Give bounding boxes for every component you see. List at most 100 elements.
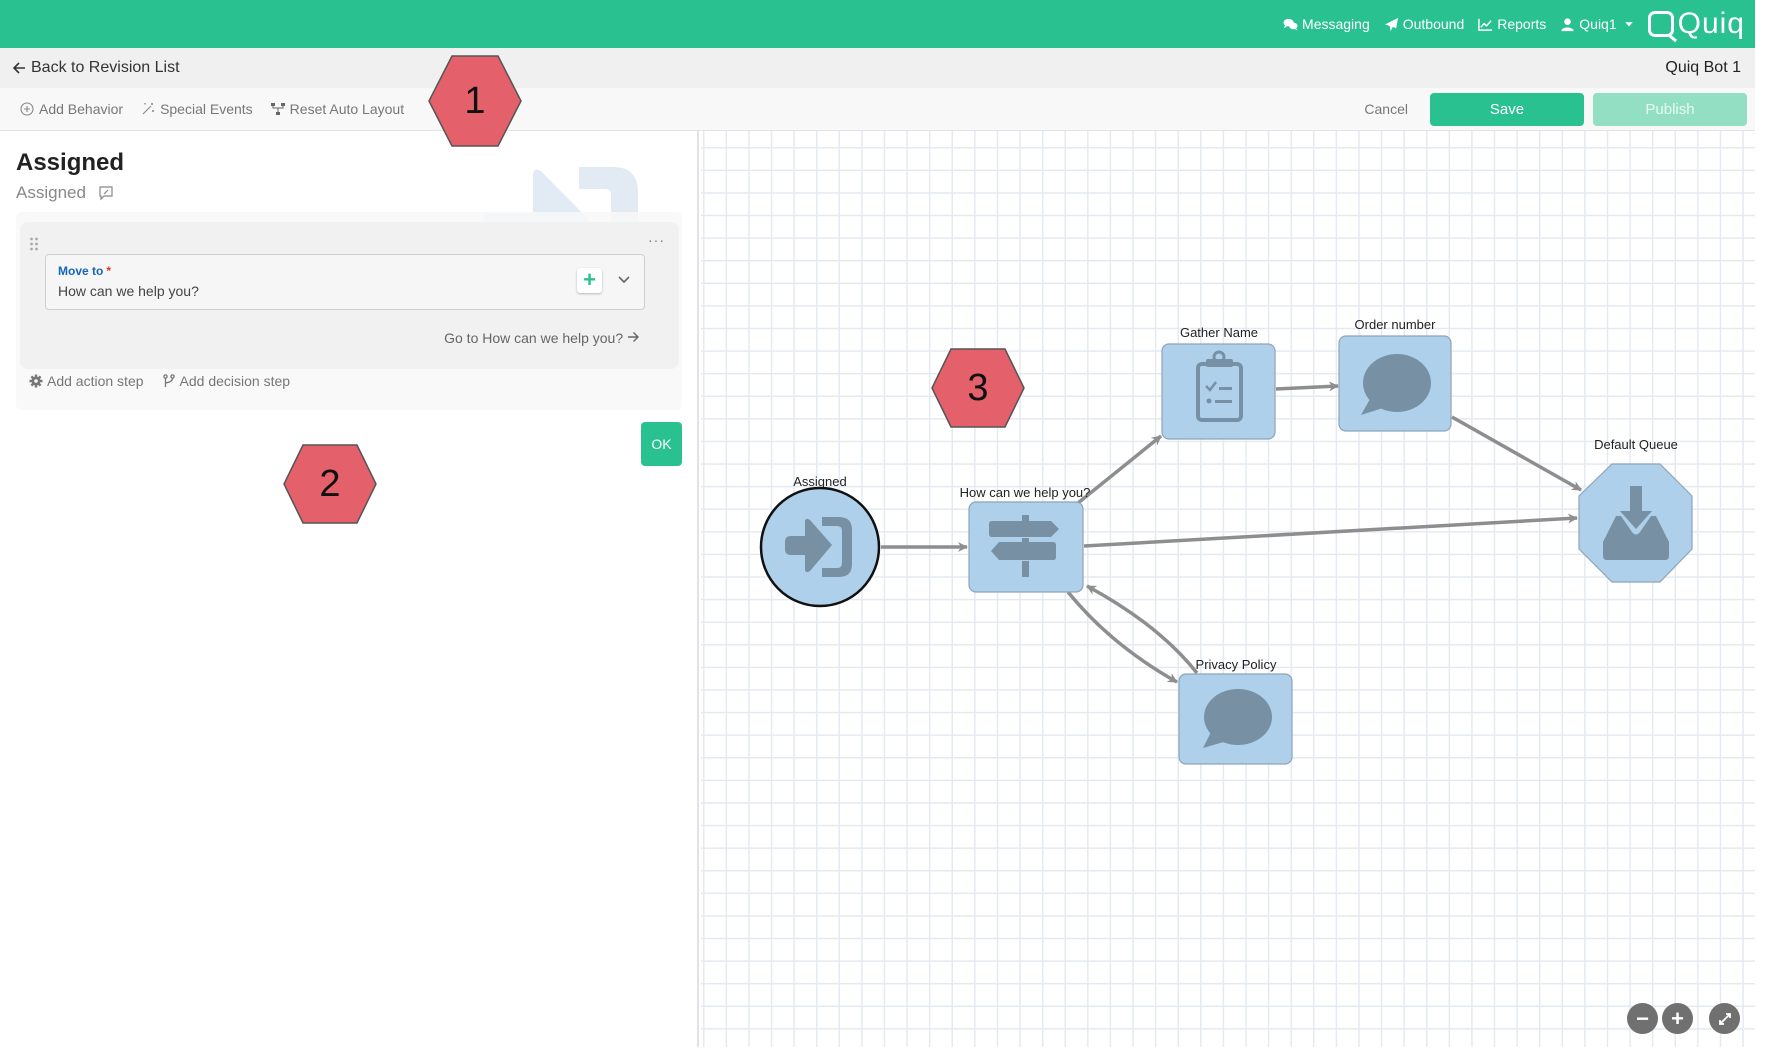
node-default-queue[interactable]: Default Queue <box>1578 437 1693 583</box>
arrow-right-icon <box>628 332 639 342</box>
sign-in-icon <box>785 517 852 577</box>
back-to-revision-list-link[interactable]: Back to Revision List <box>12 59 180 77</box>
add-decision-step-label: Add decision step <box>179 373 291 389</box>
expand-icon <box>1718 1012 1731 1025</box>
sitemap-icon <box>270 103 285 115</box>
top-navigation-bar: Messaging Outbound Reports Quiq1 Quiq <box>0 0 1755 48</box>
hexagon-shape <box>931 348 1025 428</box>
node-gather-name[interactable]: Gather Name <box>1161 325 1276 440</box>
move-to-step-card: ··· Move to* How can we help you? + Go t… <box>20 222 679 369</box>
move-to-value: How can we help you? <box>58 283 199 299</box>
node-privacy-policy[interactable]: Privacy Policy <box>1178 657 1293 765</box>
nav-reports-label: Reports <box>1497 16 1547 32</box>
steps-container: ··· Move to* How can we help you? + Go t… <box>16 212 682 410</box>
zoom-out-button[interactable]: − <box>1627 1003 1658 1034</box>
annotation-number: 2 <box>319 462 341 505</box>
nav-user-menu[interactable]: Quiq1 <box>1560 16 1633 32</box>
flow-canvas[interactable]: Assigned How can we help you? <box>701 131 1755 1047</box>
add-behavior-label: Add Behavior <box>39 101 124 117</box>
chevron-down-icon[interactable] <box>618 273 630 285</box>
nav-outbound[interactable]: Outbound <box>1384 16 1465 32</box>
go-to-label: Go to How can we help you? <box>444 330 624 346</box>
edit-comment-icon[interactable] <box>98 185 114 201</box>
node-order-number[interactable]: Order number <box>1338 317 1452 432</box>
add-behavior-button[interactable]: Add Behavior <box>20 101 123 117</box>
save-button[interactable]: Save <box>1430 92 1584 126</box>
behavior-subtitle-text: Assigned <box>16 183 86 202</box>
line-chart-icon <box>1478 18 1493 31</box>
signpost-icon <box>989 515 1059 577</box>
nav-outbound-label: Outbound <box>1402 16 1465 32</box>
move-to-field[interactable]: Move to* How can we help you? + <box>45 254 645 310</box>
caret-down-icon <box>1624 22 1633 27</box>
speech-bubble-icon <box>1203 689 1272 748</box>
go-to-target-link[interactable]: Go to How can we help you? <box>444 330 639 346</box>
user-icon <box>1561 17 1574 31</box>
speech-bubble-icon <box>1361 354 1431 415</box>
hexagon-shape <box>428 55 522 147</box>
required-marker: * <box>106 264 112 278</box>
bot-name: Quiq Bot 1 <box>1665 59 1741 76</box>
paper-plane-icon <box>1384 17 1398 31</box>
quiq-logo[interactable]: Quiq <box>1647 7 1745 41</box>
annotation-number: 1 <box>464 79 486 122</box>
hexagon-shape <box>283 444 377 524</box>
edge-help-to-queue[interactable] <box>1083 513 1578 548</box>
flow-diagram: Assigned How can we help you? <box>759 317 1693 765</box>
edge-help-to-gather[interactable] <box>1076 434 1163 505</box>
node-assigned-label: Assigned <box>793 474 846 489</box>
publish-button[interactable]: Publish <box>1593 92 1747 126</box>
edge-gather-to-order[interactable] <box>1275 381 1339 392</box>
back-label: Back to Revision List <box>31 59 180 76</box>
add-target-button[interactable]: + <box>577 268 602 293</box>
node-help-label: How can we help you? <box>960 485 1091 500</box>
revision-bar: Back to Revision List Quiq Bot 1 <box>0 48 1755 88</box>
inbox-download-icon <box>1603 486 1669 560</box>
reset-auto-layout-label: Reset Auto Layout <box>289 101 405 117</box>
editor-toolbar: Add Behavior Special Events Reset Auto L… <box>0 88 1755 131</box>
code-branch-icon <box>162 374 175 387</box>
edge-privacy-to-help[interactable] <box>1086 584 1199 675</box>
arrow-left-icon <box>12 62 25 74</box>
edge-order-to-queue[interactable] <box>1451 415 1582 492</box>
nav-reports[interactable]: Reports <box>1478 16 1546 32</box>
edge-help-to-privacy[interactable] <box>1066 590 1178 684</box>
behavior-editor-panel: Assigned Assigned ··· Move to* How can w… <box>0 131 699 1047</box>
step-more-options-button[interactable]: ··· <box>648 232 665 248</box>
node-assigned[interactable]: Assigned <box>759 474 881 608</box>
magic-wand-icon <box>142 103 155 115</box>
special-events-label: Special Events <box>160 101 253 117</box>
nav-messaging-label: Messaging <box>1302 16 1370 32</box>
add-step-actions: Add action step Add decision step <box>29 373 290 389</box>
gear-icon <box>29 374 43 388</box>
add-action-step-label: Add action step <box>47 373 144 389</box>
node-order-label: Order number <box>1355 317 1437 332</box>
behavior-title: Assigned <box>16 149 125 176</box>
move-to-label-text: Move to <box>58 264 104 278</box>
move-to-label: Move to* <box>58 264 111 278</box>
add-action-step-button[interactable]: Add action step <box>29 373 144 389</box>
reset-auto-layout-button[interactable]: Reset Auto Layout <box>270 101 405 117</box>
special-events-button[interactable]: Special Events <box>141 101 253 117</box>
annotation-number: 3 <box>967 366 989 409</box>
node-how-can-we-help[interactable]: How can we help you? <box>960 485 1091 593</box>
clipboard-list-icon <box>1196 350 1243 422</box>
fit-to-screen-button[interactable] <box>1709 1003 1740 1034</box>
annotation-marker-1: 1 <box>428 55 522 147</box>
quiq-logo-mark <box>1647 11 1674 37</box>
node-gather-label: Gather Name <box>1180 325 1258 340</box>
add-decision-step-button[interactable]: Add decision step <box>162 373 291 389</box>
drag-handle-icon[interactable] <box>29 237 39 251</box>
node-privacy-label: Privacy Policy <box>1196 657 1277 672</box>
node-queue-label: Default Queue <box>1594 437 1678 452</box>
nav-user-label: Quiq1 <box>1579 16 1617 32</box>
plus-circle-icon <box>20 102 34 116</box>
annotation-marker-3: 3 <box>931 348 1025 428</box>
zoom-in-button[interactable]: + <box>1662 1003 1693 1034</box>
ok-button[interactable]: OK <box>641 422 682 466</box>
annotation-marker-2: 2 <box>283 444 377 524</box>
nav-messaging[interactable]: Messaging <box>1283 16 1370 32</box>
chat-bubbles-icon <box>1283 18 1298 31</box>
cancel-button[interactable]: Cancel <box>1364 101 1408 117</box>
